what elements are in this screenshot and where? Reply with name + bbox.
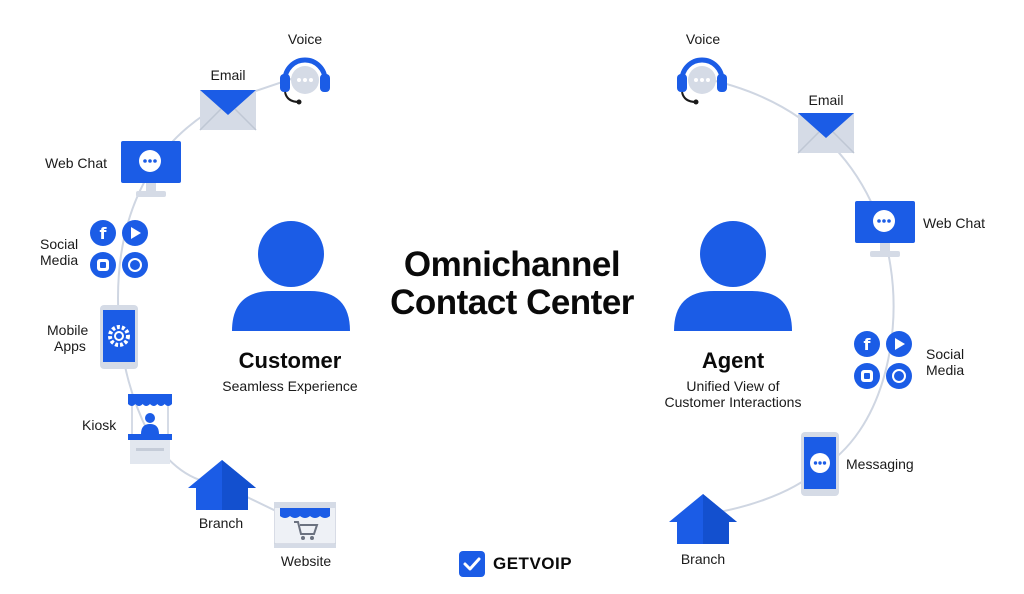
agent-social-label-2: Media	[926, 362, 965, 378]
instagram-icon	[90, 252, 116, 278]
agent-email-label: Email	[808, 92, 844, 108]
phone-chat-icon	[801, 432, 839, 496]
agent-voice-label: Voice	[685, 31, 721, 47]
brand-logo: GETVOIP	[459, 551, 572, 577]
phone-gear-icon	[100, 305, 138, 369]
customer-person-icon	[232, 221, 350, 331]
agent-person-icon	[674, 221, 792, 331]
agent-description: Unified View of Customer Interactions	[665, 378, 802, 410]
play-icon	[886, 331, 912, 357]
agent-webchat-label: Web Chat	[923, 215, 985, 231]
whatsapp-icon	[886, 363, 912, 389]
agent-description-line-1: Unified View of	[686, 378, 780, 394]
envelope-icon	[199, 90, 257, 131]
svg-text:f: f	[100, 224, 108, 243]
customer-title: Customer	[238, 348, 342, 373]
house-icon	[669, 494, 737, 544]
headset-icon	[677, 57, 727, 105]
customer-webchat-label: Web Chat	[45, 155, 107, 171]
customer-description: Seamless Experience	[222, 378, 358, 394]
social-icons-customer: f	[90, 220, 148, 278]
headset-icon	[280, 57, 330, 105]
play-icon	[122, 220, 148, 246]
customer-kiosk-label: Kiosk	[82, 417, 117, 433]
envelope-icon	[797, 113, 855, 154]
diagram-title: Omnichannel Contact Center	[390, 246, 634, 322]
whatsapp-icon	[122, 252, 148, 278]
customer-mobile-label-1: Mobile	[47, 322, 89, 338]
kiosk-icon	[128, 394, 172, 464]
monitor-chat-icon	[855, 201, 915, 257]
instagram-icon	[854, 363, 880, 389]
customer-branch-label: Branch	[198, 515, 244, 531]
checkmark-badge-icon	[459, 551, 485, 577]
facebook-icon: f	[854, 331, 880, 357]
agent-social-label-1: Social	[926, 346, 965, 362]
agent-branch-label: Branch	[680, 551, 726, 567]
brand-name: GETVOIP	[493, 554, 573, 573]
customer-email-label: Email	[210, 67, 246, 83]
customer-website-label: Website	[280, 553, 332, 569]
customer-social-label-1: Social	[40, 236, 79, 252]
social-icons-agent: f	[854, 331, 912, 389]
agent-messaging-label: Messaging	[846, 456, 914, 472]
house-icon	[188, 460, 256, 510]
storefront-cart-icon	[274, 502, 336, 548]
agent-description-line-2: Customer Interactions	[664, 394, 802, 410]
agent-title: Agent	[701, 348, 765, 373]
customer-voice-label: Voice	[287, 31, 323, 47]
customer-social-label-2: Media	[40, 252, 79, 268]
svg-text:f: f	[864, 335, 872, 354]
facebook-icon: f	[90, 220, 116, 246]
title-line-2: Contact Center	[390, 283, 634, 322]
title-line-1: Omnichannel	[403, 245, 621, 284]
customer-mobile-label-2: Apps	[54, 338, 86, 354]
monitor-chat-icon	[121, 141, 181, 197]
